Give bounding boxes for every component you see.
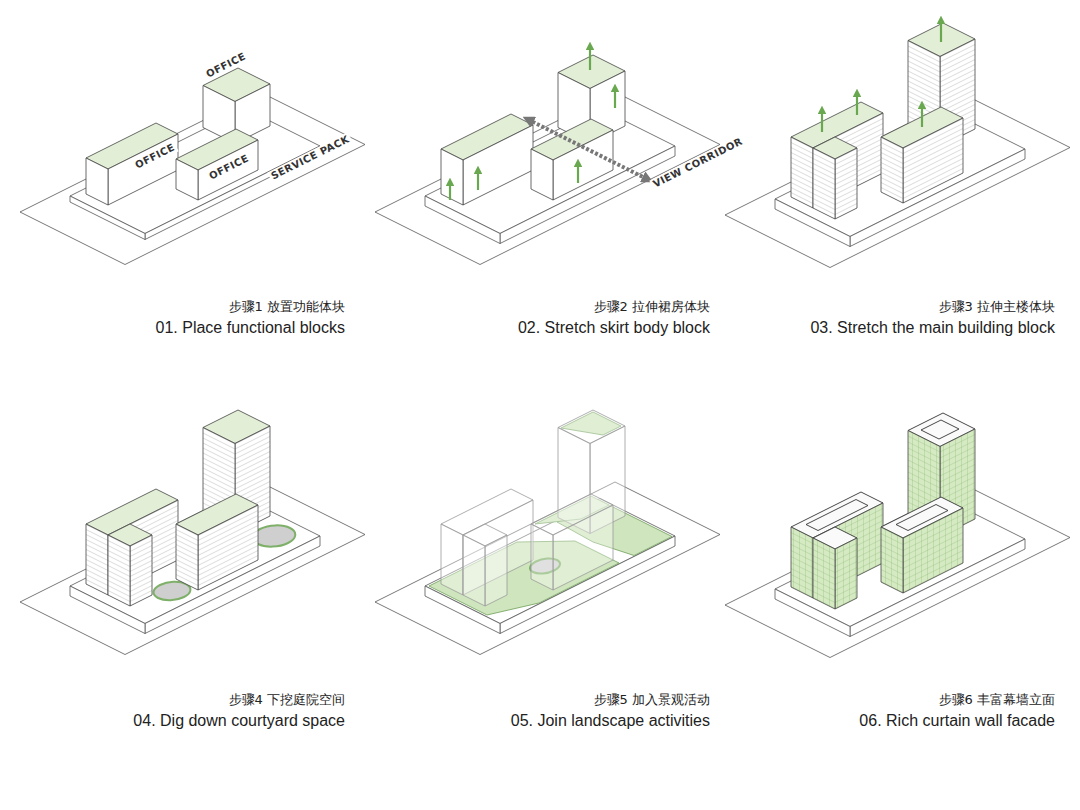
step-6-panel [725, 413, 1070, 658]
step-4-panel [20, 410, 365, 655]
stretch-arrows [822, 20, 941, 132]
block-label: OFFICE [202, 50, 249, 82]
step-5-panel [375, 410, 720, 655]
step-3-panel [725, 23, 1070, 268]
step-caption-en: 06. Rich curtain wall facade [859, 711, 1055, 730]
stretch-arrows [450, 46, 615, 200]
step-caption-zh: 步骤6 丰富幕墙立面 [939, 692, 1055, 708]
step-caption-en: 04. Dig down courtyard space [133, 711, 345, 730]
step-caption-zh: 步骤5 加入景观活动 [594, 692, 710, 708]
block-label: OFFICE [131, 141, 178, 173]
step-caption-en: 05. Join landscape activities [511, 711, 710, 730]
step-caption-zh: 步骤4 下挖庭院空间 [229, 692, 345, 708]
step-2-panel [375, 55, 720, 265]
step-caption-en: 03. Stretch the main building block [810, 318, 1055, 337]
step-1-panel [20, 68, 365, 265]
step-caption-en: 02. Stretch skirt body block [518, 318, 710, 337]
step-caption-zh: 步骤1 放置功能体块 [229, 299, 345, 315]
step-caption-en: 01. Place functional blocks [156, 318, 345, 337]
block-label: OFFICE [205, 152, 252, 184]
step-caption-zh: 步骤2 拉伸裙房体块 [594, 299, 710, 315]
view-corridor-arrow [528, 120, 648, 180]
block-label: SERVICE PACK [267, 132, 353, 183]
block-label: VIEW CORRIDOR [649, 135, 746, 192]
step-caption-zh: 步骤3 拉伸主楼体块 [939, 299, 1055, 315]
